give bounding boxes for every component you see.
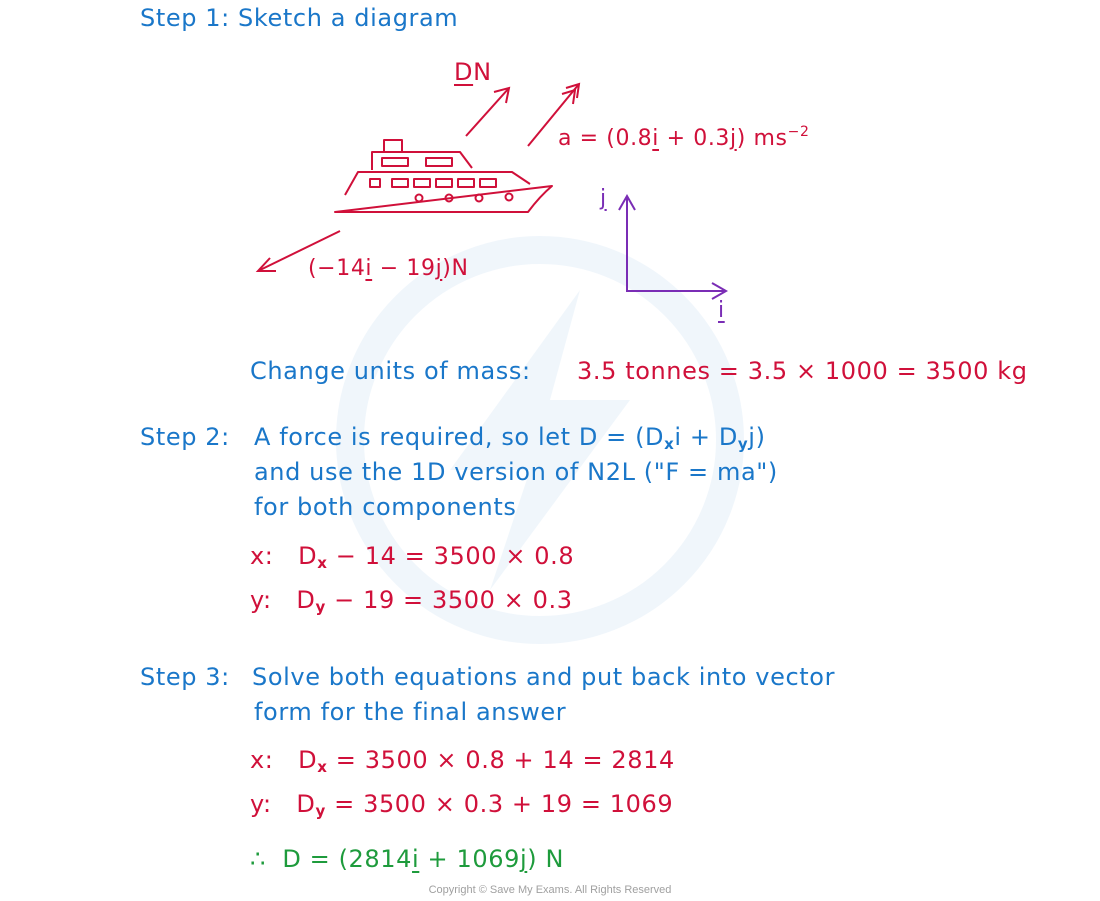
step2-line3: for both components xyxy=(254,493,517,521)
axis-j-label: j xyxy=(600,186,607,211)
mass-label: Change units of mass: xyxy=(250,357,531,385)
watermark-logo xyxy=(336,236,744,644)
resistance-arrow xyxy=(255,230,341,272)
step2-eq-y: y: Dy − 19 = 3500 × 0.3 xyxy=(250,586,573,616)
force-d-arrow xyxy=(465,86,511,137)
ij-axes xyxy=(618,193,729,300)
force-d-symbol: D xyxy=(454,58,474,86)
axis-i-label: i xyxy=(718,298,725,323)
step3-line1: Solve both equations and put back into v… xyxy=(252,663,836,691)
acceleration-double-arrow xyxy=(527,82,581,147)
step3-eq-y: y: Dy = 3500 × 0.3 + 19 = 1069 xyxy=(250,790,674,820)
step2-line1: A force is required, so let D = (Dxi + D… xyxy=(254,423,766,453)
step3-eq-x: x: Dx = 3500 × 0.8 + 14 = 2814 xyxy=(250,746,675,776)
step3-heading: Step 3: xyxy=(140,663,230,691)
acceleration-label: a = (0.8i + 0.3j) ms−2 xyxy=(558,124,810,151)
final-answer: ∴ D = (2814i + 1069j) N xyxy=(250,845,564,873)
resistance-label: (−14i − 19j)N xyxy=(308,256,469,281)
step2-heading: Step 2: xyxy=(140,423,230,451)
step2-eq-x: x: Dx − 14 = 3500 × 0.8 xyxy=(250,542,575,572)
force-d-unit: N xyxy=(473,58,492,86)
step3-line2: form for the final answer xyxy=(254,698,567,726)
copyright-notice: Copyright © Save My Exams. All Rights Re… xyxy=(428,884,672,896)
force-d-label: DN xyxy=(454,58,492,86)
step2-line2: and use the 1D version of N2L ("F = ma") xyxy=(254,458,778,486)
mass-conversion: 3.5 tonnes = 3.5 × 1000 = 3500 kg xyxy=(577,357,1028,385)
step1-heading: Step 1: Sketch a diagram xyxy=(140,4,459,32)
boat-icon xyxy=(334,139,553,213)
